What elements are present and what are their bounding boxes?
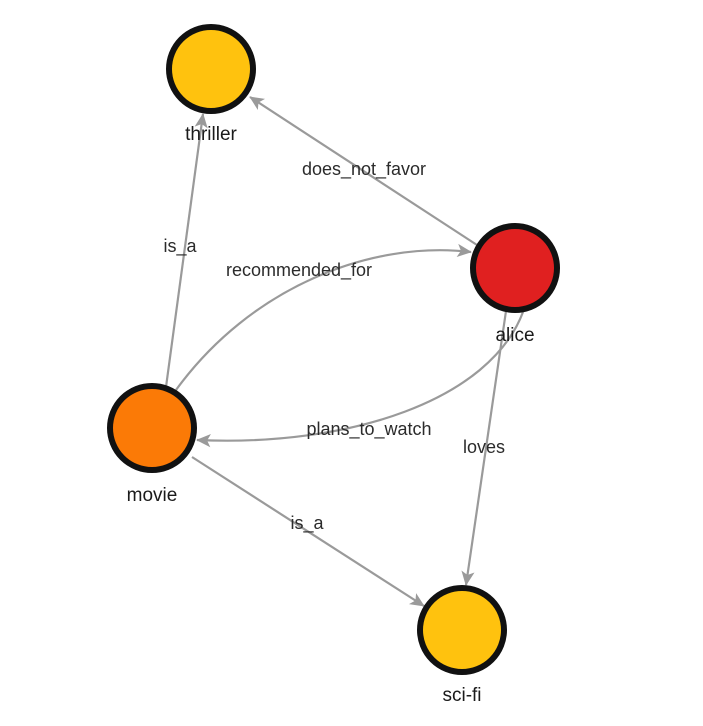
node-label-alice: alice [495, 325, 534, 346]
edge-label-alice-scifi: loves [463, 437, 505, 457]
node-label-movie: movie [127, 485, 178, 506]
nodes-layer [107, 24, 560, 675]
edge-label-movie-thriller: is_a [163, 236, 197, 257]
edge-label-movie-scifi: is_a [290, 513, 324, 534]
node-label-sci-fi: sci-fi [442, 685, 481, 706]
edges-layer [164, 96, 525, 607]
edge-movie-alice [175, 243, 472, 391]
node-labels-layer: thriller alice movie sci-fi [127, 124, 535, 706]
node-label-thriller: thriller [185, 124, 237, 145]
edge-movie-thriller [164, 113, 208, 388]
node-thriller[interactable] [166, 24, 256, 114]
edge-label-alice-movie: plans_to_watch [306, 419, 431, 440]
edge-label-movie-alice: recommended_for [226, 260, 372, 281]
edge-labels-layer: does_not_favor is_a recommended_for plans_t… [163, 159, 505, 534]
node-sci-fi[interactable] [417, 585, 507, 675]
node-movie[interactable] [107, 383, 197, 473]
edge-alice-thriller [249, 96, 478, 246]
edge-label-alice-thriller: does_not_favor [302, 159, 426, 180]
node-alice[interactable] [470, 223, 560, 313]
edge-alice-scifi [461, 310, 508, 586]
edge-movie-scifi [191, 456, 425, 607]
edge-alice-movie [196, 311, 525, 448]
